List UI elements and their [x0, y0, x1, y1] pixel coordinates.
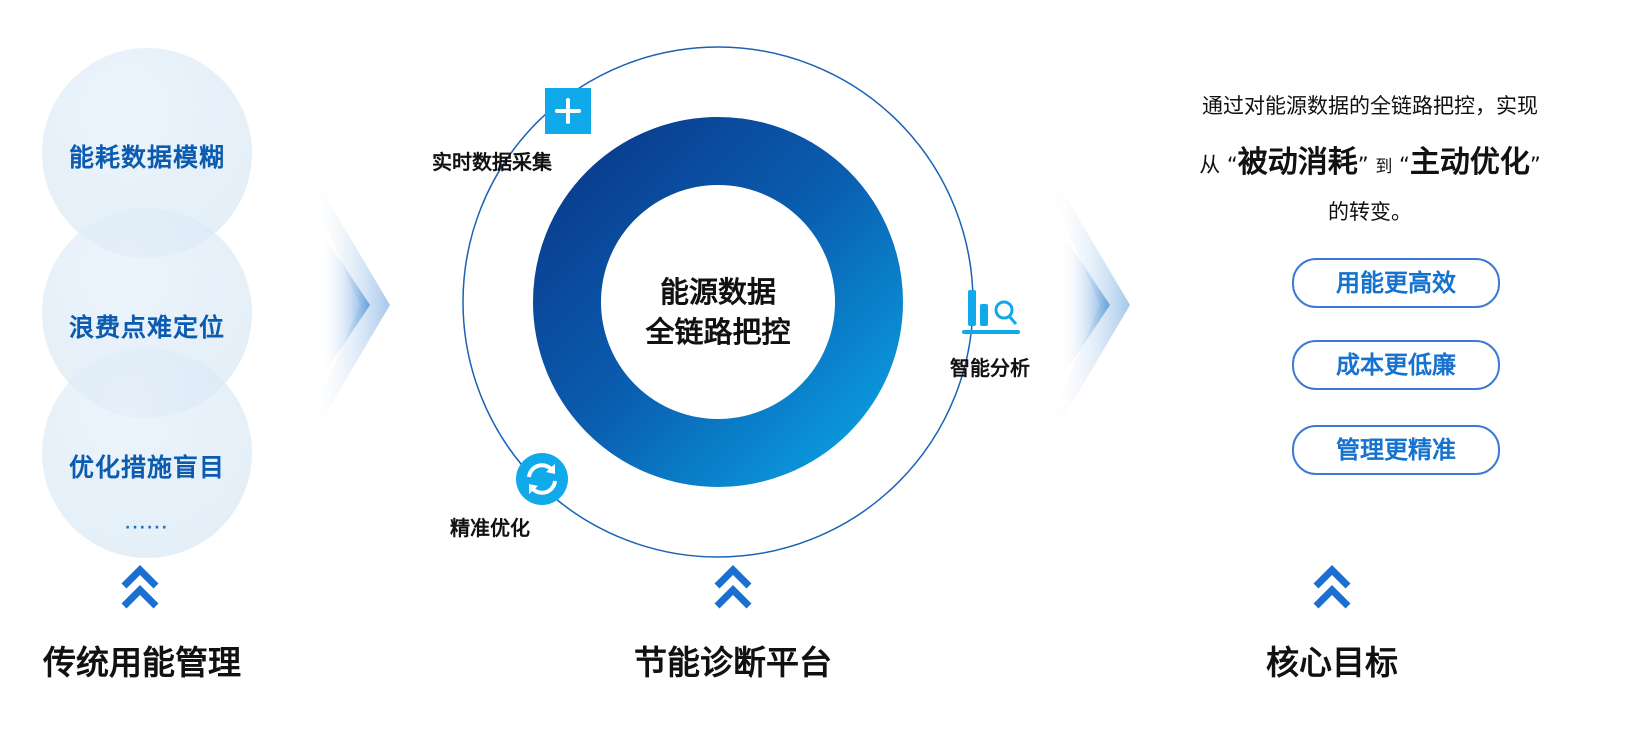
- section-title-goals: 核心目标: [1266, 643, 1398, 682]
- section-title-platform: 节能诊断平台: [634, 643, 832, 682]
- chevron-right-icon: [310, 170, 390, 440]
- ellipsis: ······: [125, 520, 169, 536]
- node-label-optimize: 精准优化: [450, 516, 530, 540]
- chevron-right-icon: [1050, 170, 1130, 440]
- node-label-analysis: 智能分析: [950, 356, 1030, 380]
- summary-line-3: 的转变。: [1328, 200, 1412, 224]
- plus-icon: [545, 88, 591, 134]
- text-to: 到: [1375, 157, 1393, 177]
- quote-active: 主动优化: [1409, 145, 1530, 180]
- core-line-1: 能源数据: [659, 275, 776, 309]
- section-title-traditional: 传统用能管理: [43, 643, 241, 682]
- node-label-collect: 实时数据采集: [432, 150, 552, 174]
- goal-pill-1: 用能更高效: [1292, 258, 1500, 308]
- core-text: 能源数据 全链路把控: [618, 272, 818, 352]
- pain-point-3: 优化措施盲目: [68, 453, 225, 482]
- pain-point-1: 能耗数据模糊: [68, 143, 225, 172]
- goal-pill-2: 成本更低廉: [1292, 340, 1500, 390]
- text-from: 从: [1199, 153, 1221, 177]
- double-chevron-up-icon: [714, 565, 752, 609]
- quote-passive: 被动消耗: [1237, 145, 1358, 180]
- refresh-icon: [516, 453, 568, 505]
- summary-line-1: 通过对能源数据的全链路把控，实现: [1202, 94, 1538, 118]
- double-chevron-up-icon: [1313, 565, 1351, 609]
- bar-chart-search-icon: [962, 290, 1020, 334]
- summary-line-2: 从 “被动消耗” 到 “主动优化”: [1199, 145, 1541, 180]
- core-line-2: 全链路把控: [645, 315, 791, 349]
- pain-point-2: 浪费点难定位: [68, 313, 225, 342]
- left-circle-3: [42, 348, 252, 558]
- goal-pill-3: 管理更精准: [1292, 425, 1500, 475]
- double-chevron-up-icon: [121, 565, 159, 609]
